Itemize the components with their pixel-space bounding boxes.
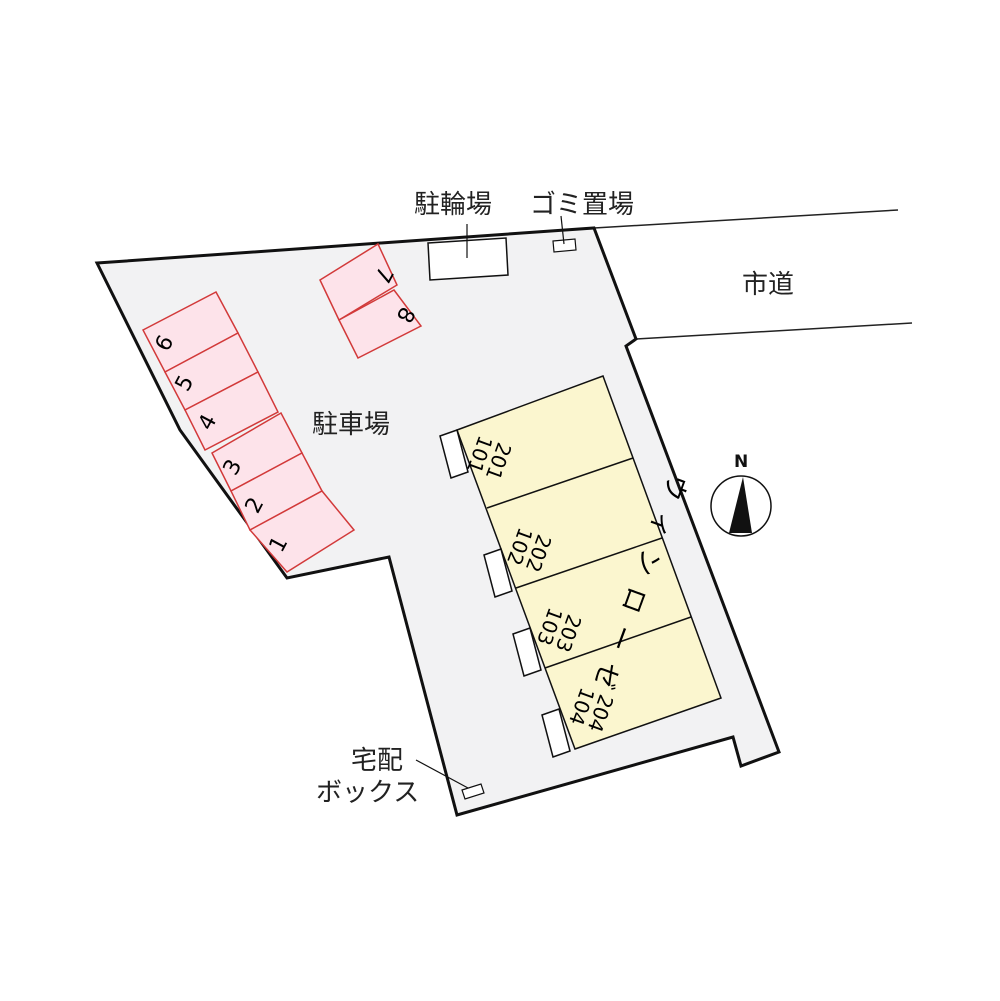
road-edge-bottom [635, 322, 913, 340]
bicycle-parking-shed [427, 237, 509, 281]
unit-dividers [486, 457, 692, 669]
parking-spaces-top [319, 242, 423, 360]
label-delivery-box-line2: ボックス [316, 778, 420, 808]
label-city-road: 市道 [742, 270, 795, 300]
label-bicycle-parking: 駐輪場 [414, 190, 493, 220]
parking-spaces-left [141, 290, 356, 573]
delivery-box [461, 783, 485, 800]
road-edge-top [593, 209, 899, 229]
north-arrow-icon [710, 475, 772, 537]
garbage-station [552, 238, 577, 253]
label-delivery-box-line1: 宅配 [351, 746, 404, 776]
label-garbage: ゴミ置場 [530, 190, 635, 220]
label-north: N [734, 452, 749, 472]
entrances [439, 429, 571, 758]
label-parking-lot: 駐車場 [312, 410, 391, 440]
